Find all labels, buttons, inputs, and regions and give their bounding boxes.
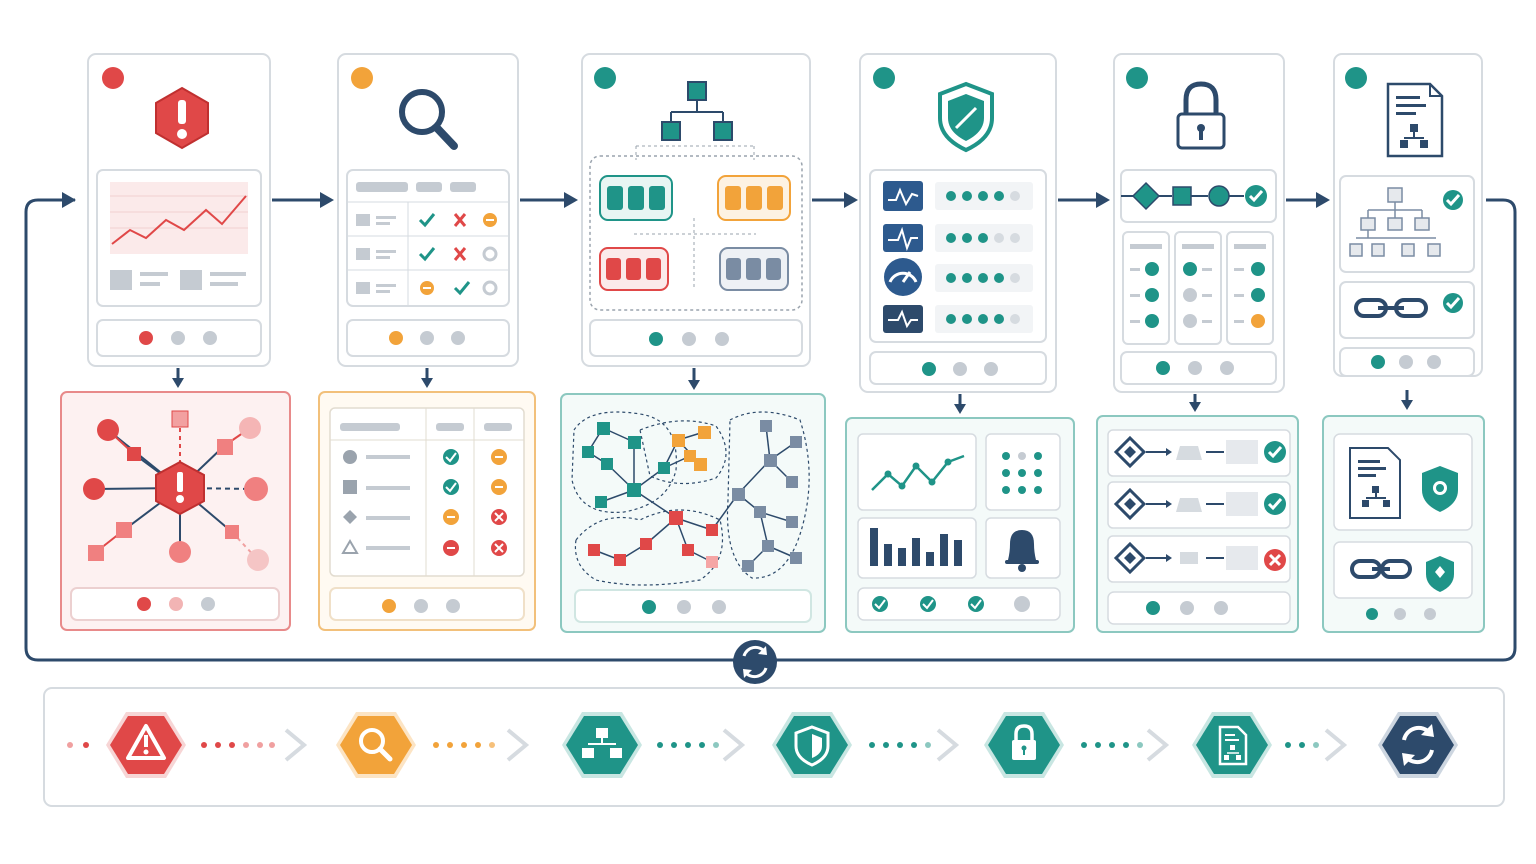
bar-chart-icon (870, 528, 962, 566)
detail-card-dashboard[interactable] (845, 417, 1075, 633)
validation-flow (1121, 181, 1267, 211)
refresh-icon[interactable] (1378, 712, 1458, 778)
module-group-red (599, 247, 669, 291)
status-dot-teal (1345, 67, 1367, 89)
magnifier-icon (399, 89, 458, 150)
status-dot-teal (594, 67, 616, 89)
metric-rows (883, 181, 1033, 333)
checklist-columns (1122, 231, 1274, 345)
org-tree-icon (1349, 187, 1441, 257)
detail-card-validation-pipeline[interactable] (1096, 415, 1299, 633)
track-dots-2 (433, 728, 530, 762)
stage-card-document[interactable] (1333, 53, 1483, 377)
padlock-icon (1176, 81, 1226, 150)
document-tree-icon (1386, 82, 1444, 158)
status-matrix (341, 449, 507, 556)
detail-card-dependency-graph[interactable] (60, 391, 291, 631)
bottom-track (43, 687, 1505, 807)
policy-document-icon (1349, 447, 1401, 519)
impact-nodes (83, 410, 269, 571)
hierarchy-icon (661, 81, 733, 141)
chain-link-icon (1354, 298, 1428, 318)
stage-card-inspect[interactable] (337, 53, 519, 367)
network-nodes (582, 420, 802, 572)
shield-icon[interactable] (772, 712, 852, 778)
track-dots-4 (869, 728, 960, 762)
stage-card-secure[interactable] (1113, 53, 1285, 393)
pipeline-row-1 (1107, 429, 1291, 477)
line-trend-icon (871, 454, 965, 491)
status-dot-teal (873, 67, 895, 89)
track-dots-3 (657, 728, 746, 762)
shield-icon (1426, 556, 1454, 592)
stage-card-monitor[interactable] (859, 53, 1057, 393)
stage-connectors (272, 192, 1330, 208)
hierarchy-icon[interactable] (562, 712, 642, 778)
pipeline-row-3 (1107, 535, 1291, 583)
stage-card-alert[interactable] (87, 53, 271, 367)
status-dot-red (102, 67, 124, 89)
cycle-arrows-icon[interactable] (733, 640, 777, 684)
lock-icon[interactable] (984, 712, 1064, 778)
pipeline-row-2 (1107, 481, 1291, 529)
track-dots-1 (67, 728, 308, 762)
stage-card-structure[interactable] (581, 53, 811, 367)
module-group-navy (719, 247, 789, 291)
detail-card-clustered-network[interactable] (560, 393, 826, 633)
status-dot-teal (1126, 67, 1148, 89)
track-dots-5 (1081, 728, 1170, 762)
detail-connectors (172, 368, 1413, 414)
trend-chart-icon (110, 182, 248, 254)
warning-icon[interactable] (106, 712, 186, 778)
search-icon[interactable] (336, 712, 416, 778)
dot-grid-icon (1002, 452, 1042, 494)
warning-hexagon-icon (155, 86, 209, 150)
track-dots-6 (1285, 728, 1348, 762)
bell-icon (1005, 530, 1039, 572)
detail-card-checklist-table[interactable] (318, 391, 536, 631)
checklist-rows (356, 213, 498, 296)
status-dot-orange (351, 67, 373, 89)
detail-card-linked-policies[interactable] (1322, 415, 1485, 633)
chain-link-icon (1350, 559, 1412, 579)
module-group-orange (717, 175, 791, 221)
shield-check-icon (938, 81, 994, 153)
module-group-teal (599, 175, 673, 221)
shield-globe-icon (1422, 466, 1458, 512)
document-icon[interactable] (1192, 712, 1272, 778)
